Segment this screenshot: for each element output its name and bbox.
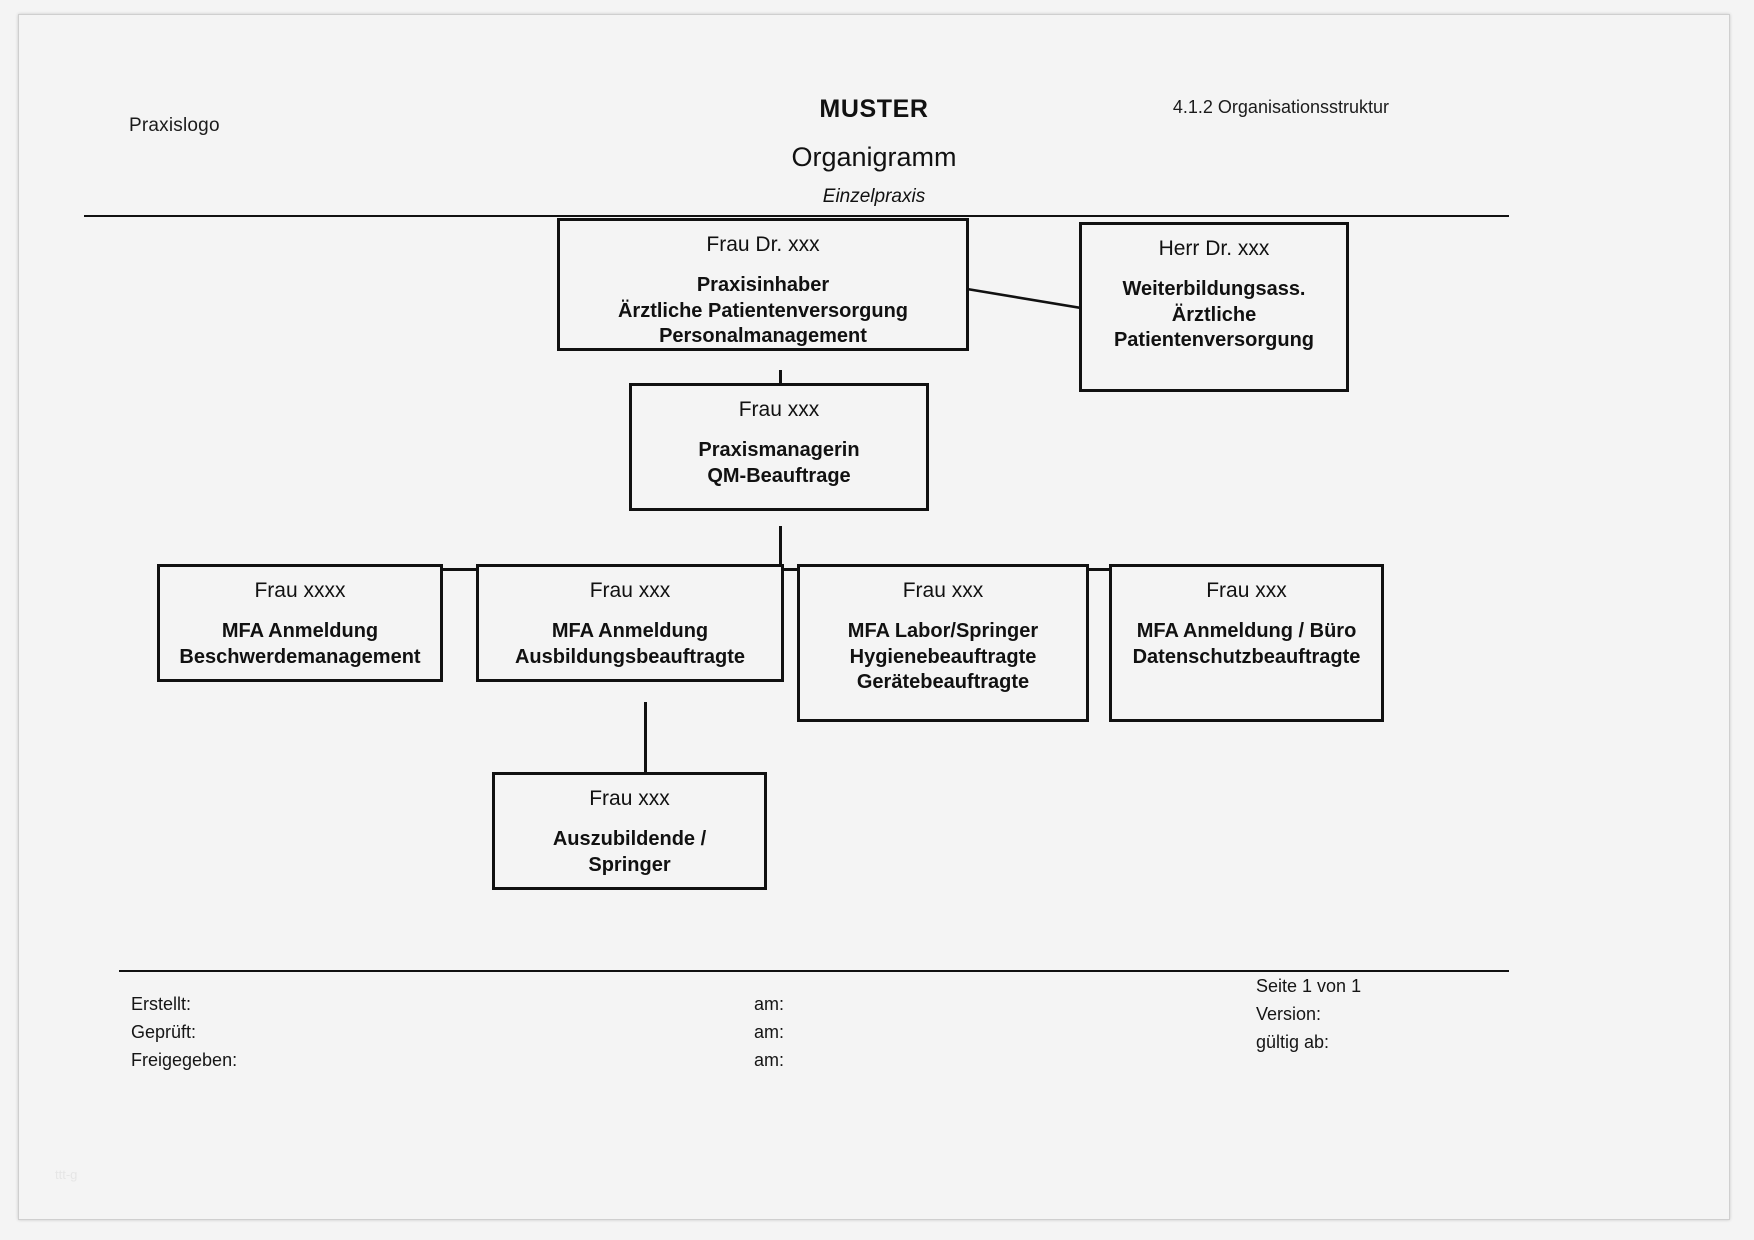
connector-manager-down <box>779 526 782 571</box>
footer-freigegeben-label: Freigegeben: <box>131 1050 238 1070</box>
node-mfa-anmeldung-buero[interactable]: Frau xxx MFA Anmeldung / Büro Datenschut… <box>1109 564 1384 722</box>
node-mfa-labor-springer[interactable]: Frau xxx MFA Labor/Springer Hygienebeauf… <box>797 564 1089 722</box>
header-divider <box>84 215 1509 217</box>
node-roles: Weiterbildungsass. Ärztliche Patientenve… <box>1082 277 1346 354</box>
node-role-line: Personalmanagement <box>659 325 867 348</box>
footer-valid-from-label: gültig ab: <box>1256 1032 1330 1052</box>
node-roles: MFA Anmeldung / Büro Datenschutzbeauftra… <box>1112 619 1381 670</box>
praxislogo-placeholder: Praxislogo <box>129 115 220 136</box>
node-roles: MFA Anmeldung Beschwerdemanagement <box>160 619 440 670</box>
connector-drop-auszubildende <box>644 702 647 775</box>
footer-am-label-3: am: <box>754 1050 785 1070</box>
node-person: Frau xxxx <box>254 579 346 602</box>
node-praxismanagerin[interactable]: Frau xxx Praxismanagerin QM-Beauftrage <box>629 383 929 511</box>
footer-am-label-1: am: <box>754 994 785 1014</box>
node-person: Frau xxx <box>902 579 984 602</box>
node-person: Frau xxx <box>1206 579 1287 602</box>
footer-page-number: Seite 1 von 1 <box>1256 976 1362 996</box>
node-role-line: Beschwerdemanagement <box>179 645 421 668</box>
document-sheet: Praxislogo MUSTER 4.1.2 Organisationsstr… <box>18 14 1730 1220</box>
node-person: Herr Dr. xxx <box>1158 237 1270 260</box>
footer-geprueft-label: Geprüft: <box>131 1022 197 1042</box>
node-role-line: Ärztliche Patientenversorgung <box>617 299 909 322</box>
node-role-line: Patientenversorgung <box>1113 329 1315 352</box>
node-person: Frau xxx <box>738 398 820 421</box>
footer-erstellt-label: Erstellt: <box>131 994 192 1014</box>
node-role-line: Springer <box>588 853 671 876</box>
footer-version-label: Version: <box>1256 1004 1322 1024</box>
muster-watermark-title: MUSTER <box>819 95 929 123</box>
footer-date-labels: am: am: am: <box>754 990 784 1074</box>
footer-divider <box>119 970 1509 972</box>
node-role-line: Datenschutzbeauftragte <box>1132 645 1361 668</box>
node-person: Frau xxx <box>589 787 670 810</box>
node-role-line: Hygienebeauftragte <box>849 645 1037 668</box>
node-roles: Praxismanagerin QM-Beauftrage <box>632 438 926 489</box>
node-role-line: MFA Labor/Springer <box>847 620 1039 643</box>
node-role-line: MFA Anmeldung <box>551 620 709 643</box>
page-subtitle: Einzelpraxis <box>822 186 926 207</box>
page-watermark: ttt-g <box>55 1167 78 1182</box>
node-role-line: Weiterbildungsass. <box>1122 278 1306 301</box>
node-mfa-anmeldung-beschwerdemanagement[interactable]: Frau xxxx MFA Anmeldung Beschwerdemanage… <box>157 564 443 682</box>
node-mfa-anmeldung-ausbildungsbeauftragte[interactable]: Frau xxx MFA Anmeldung Ausbildungsbeauft… <box>476 564 784 682</box>
node-role-line: Ärztliche <box>1171 303 1257 326</box>
footer-meta: Seite 1 von 1 Version: gültig ab: <box>1256 972 1361 1056</box>
node-roles: Praxisinhaber Ärztliche Patientenversorg… <box>560 273 966 350</box>
node-roles: Auszubildende / Springer <box>495 827 764 878</box>
node-roles: MFA Anmeldung Ausbildungsbeauftragte <box>479 619 781 670</box>
node-weiterbildungsassistent[interactable]: Herr Dr. xxx Weiterbildungsass. Ärztlich… <box>1079 222 1349 392</box>
document-code: 4.1.2 Organisationsstruktur <box>1172 97 1389 117</box>
footer-am-label-2: am: <box>754 1022 785 1042</box>
node-role-line: MFA Anmeldung <box>221 620 379 643</box>
footer-signoff-labels: Erstellt: Geprüft: Freigegeben: <box>131 990 237 1074</box>
node-role-line: QM-Beauftrage <box>707 464 851 487</box>
node-role-line: MFA Anmeldung / Büro <box>1136 620 1357 643</box>
node-role-line: Praxisinhaber <box>696 274 830 297</box>
node-auszubildende-springer[interactable]: Frau xxx Auszubildende / Springer <box>492 772 767 890</box>
node-praxisinhaber[interactable]: Frau Dr. xxx Praxisinhaber Ärztliche Pat… <box>557 218 969 351</box>
node-person: Frau xxx <box>589 579 671 602</box>
page-title: Organigramm <box>791 142 957 172</box>
node-role-line: Auszubildende / <box>552 828 707 851</box>
node-role-line: Praxismanagerin <box>698 439 860 462</box>
node-role-line: Ausbildungsbeauftragte <box>514 645 745 668</box>
node-roles: MFA Labor/Springer Hygienebeauftragte Ge… <box>800 619 1086 696</box>
node-person: Frau Dr. xxx <box>706 233 820 256</box>
connector-distribution-bar <box>315 568 1270 571</box>
node-role-line: Gerätebeauftragte <box>856 671 1030 694</box>
